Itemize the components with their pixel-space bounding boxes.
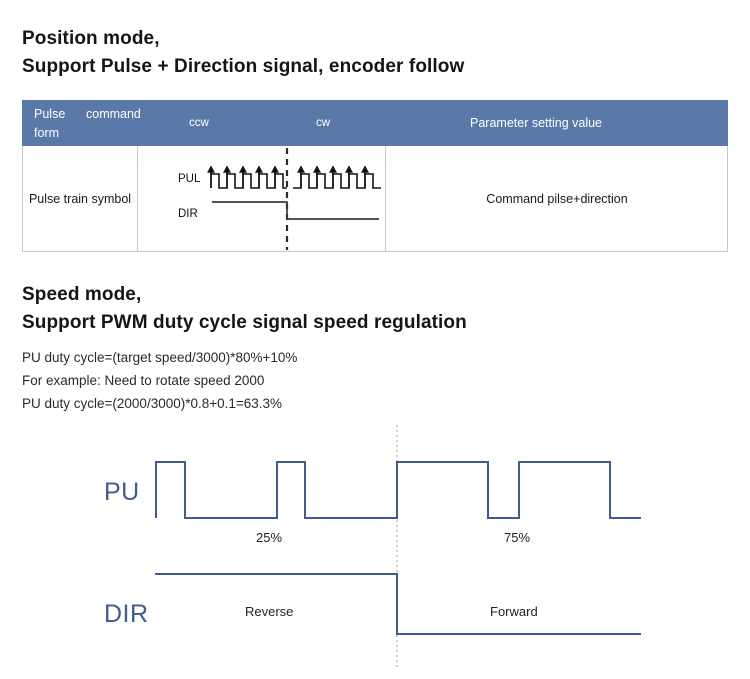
- pulse-form-table: Pulse command form ccw cw Parameter sett…: [22, 100, 728, 252]
- dir-waveform-path: [155, 573, 641, 635]
- position-mode-heading-line2: Support Pulse + Direction signal, encode…: [22, 56, 465, 77]
- pwm-waveform-diagram: [155, 425, 641, 670]
- waveform-label-dir: DIR: [178, 208, 198, 220]
- pul-rising-arrows-right: [297, 165, 369, 188]
- position-mode-heading-line1: Position mode,: [22, 28, 160, 49]
- dir-state-label-forward: Forward: [490, 604, 538, 619]
- chart-label-dir: DIR: [104, 600, 149, 628]
- dir-signal-line: [212, 201, 379, 220]
- column-divider-2: [385, 146, 386, 252]
- speed-mode-heading-line2: Support PWM duty cycle signal speed regu…: [22, 312, 467, 333]
- table-header-row: Pulse command form ccw cw Parameter sett…: [22, 100, 728, 146]
- column-divider-1: [137, 146, 138, 252]
- header-col1-form: form: [34, 126, 59, 140]
- header-col1-pulse: Pulse: [34, 107, 66, 121]
- pwm-timing-chart: PU DIR 25% 75% Reverse Forward: [0, 420, 750, 675]
- formula-line-2: For example: Need to rotate speed 2000: [22, 373, 265, 388]
- header-col4-parameter-setting-value: Parameter setting value: [470, 116, 603, 130]
- pul-train-right: [293, 173, 381, 189]
- chart-label-pu: PU: [104, 478, 140, 506]
- pul-rising-arrows-left: [207, 165, 279, 188]
- header-col1-command: command: [86, 107, 141, 121]
- pu-waveform-path: [155, 461, 641, 519]
- dir-state-label-reverse: Reverse: [245, 604, 294, 619]
- pulse-train-diagram: [207, 148, 381, 250]
- formula-line-3: PU duty cycle=(2000/3000)*0.8+0.1=63.3%: [22, 396, 283, 411]
- speed-mode-heading-line1: Speed mode,: [22, 284, 142, 305]
- duty-cycle-label-left: 25%: [256, 530, 283, 545]
- formula-line-1: PU duty cycle=(target speed/3000)*80%+10…: [22, 350, 298, 365]
- cell-pulse-train-symbol: Pulse train symbol: [28, 192, 132, 206]
- waveform-label-pul: PUL: [178, 173, 201, 185]
- header-col2-ccw: ccw: [189, 117, 209, 129]
- table-body-row: Pulse train symbol PUL DIR: [22, 146, 728, 252]
- header-col3-cw: cw: [316, 117, 331, 129]
- cell-pulse-train-waveform: PUL DIR: [138, 146, 385, 252]
- cell-parameter-setting-value: Command pilse+direction: [486, 192, 628, 206]
- duty-cycle-label-right: 75%: [504, 530, 531, 545]
